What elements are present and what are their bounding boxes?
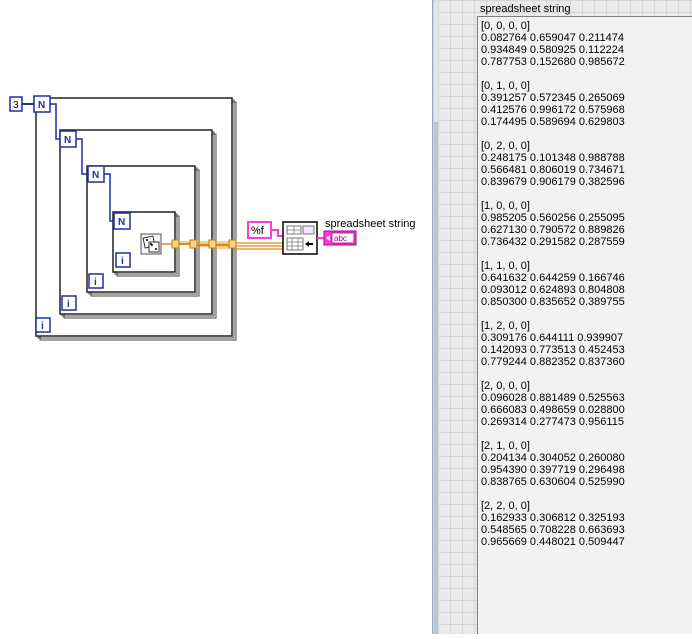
iteration-terminal-3-label: i (94, 277, 97, 288)
output-wire-label: spreadsheet string (325, 218, 416, 230)
iteration-terminal-2[interactable]: i (61, 295, 77, 311)
count-terminal-4-label: N (118, 217, 125, 228)
count-terminal-3[interactable]: N (87, 165, 105, 183)
loop-tunnels[interactable] (171, 239, 237, 249)
indicator-text: [0, 0, 0, 0] 0.082764 0.659047 0.211474 … (481, 20, 625, 548)
count-terminal-2-label: N (64, 135, 71, 146)
splitter-bar (434, 122, 438, 634)
format-string-wire[interactable] (271, 229, 283, 237)
window-splitter[interactable] (432, 0, 439, 634)
block-diagram[interactable]: 3 N N N N i i i (0, 0, 432, 634)
count-terminal-2[interactable]: N (59, 130, 77, 148)
string-indicator-terminal[interactable]: abc (323, 230, 357, 246)
count-terminal-3-label: N (92, 170, 99, 181)
count-terminal-1[interactable]: N (33, 95, 51, 113)
iteration-terminal-4-label: i (121, 256, 124, 267)
spreadsheet-string-indicator[interactable]: [0, 0, 0, 0] 0.082764 0.659047 0.211474 … (477, 16, 692, 634)
count-terminal-1-label: N (38, 100, 45, 111)
string-indicator-glyph: abc (334, 234, 347, 243)
array-wire[interactable] (161, 241, 283, 250)
array-to-spreadsheet-string-icon[interactable] (282, 221, 318, 255)
block-diagram-canvas: 3 N N N N i i i (9, 95, 416, 341)
indicator-label: spreadsheet string (480, 3, 571, 15)
iteration-terminal-2-label: i (67, 299, 70, 310)
format-string-value: %f (251, 225, 265, 237)
numeric-constant[interactable]: 3 (9, 96, 23, 112)
splitter-top (434, 2, 438, 122)
count-wiring (22, 103, 114, 222)
iteration-terminal-1-label: i (41, 321, 44, 332)
iteration-terminal-3[interactable]: i (88, 273, 104, 289)
count-terminal-4[interactable]: N (113, 212, 131, 230)
iteration-terminal-4[interactable]: i (115, 252, 131, 268)
dice-icon[interactable] (140, 233, 162, 255)
iteration-terminal-1[interactable]: i (35, 317, 51, 333)
format-string-constant[interactable]: %f (247, 221, 272, 239)
numeric-constant-value: 3 (13, 100, 19, 111)
